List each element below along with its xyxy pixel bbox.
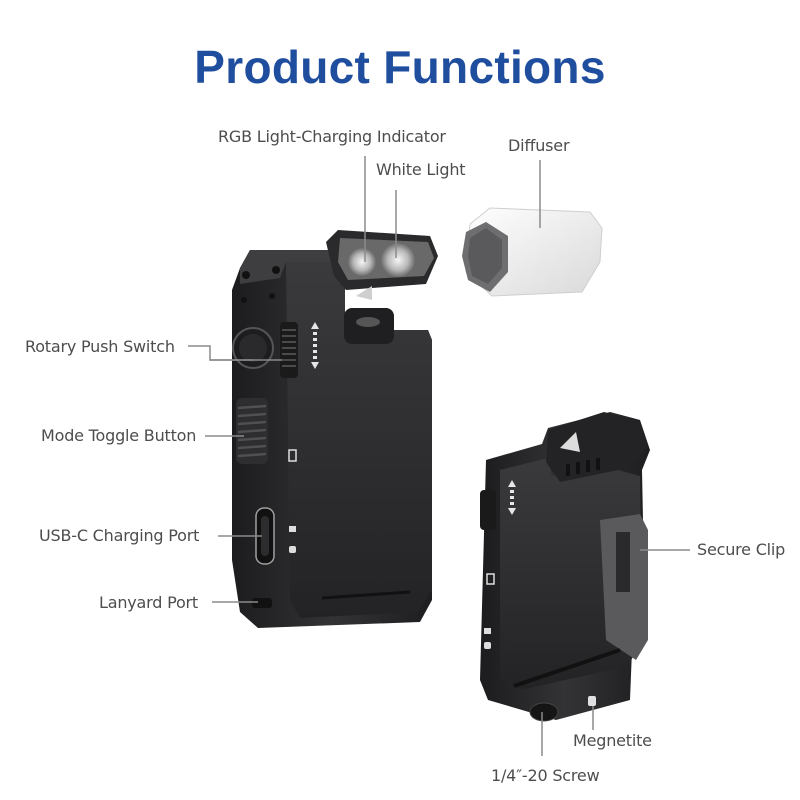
front-device — [232, 230, 438, 628]
label-rotary-push-switch: Rotary Push Switch — [25, 337, 175, 356]
label-white-light: White Light — [376, 160, 466, 179]
label-magnetite: Megnetite — [573, 731, 652, 750]
label-screw-mount: 1/4″-20 Screw — [491, 766, 600, 785]
back-device — [480, 412, 650, 722]
label-secure-clip: Secure Clip — [697, 540, 786, 559]
label-rgb-light-charging-indicator: RGB Light-Charging Indicator — [218, 127, 446, 146]
label-usb-c-charging-port: USB-C Charging Port — [39, 526, 200, 545]
label-lanyard-port: Lanyard Port — [99, 593, 198, 612]
leader-lines — [188, 156, 690, 756]
diffuser-cap — [462, 207, 603, 297]
page-title: Product Functions — [194, 41, 606, 93]
label-mode-toggle-button: Mode Toggle Button — [41, 426, 197, 445]
label-diffuser: Diffuser — [508, 136, 570, 155]
